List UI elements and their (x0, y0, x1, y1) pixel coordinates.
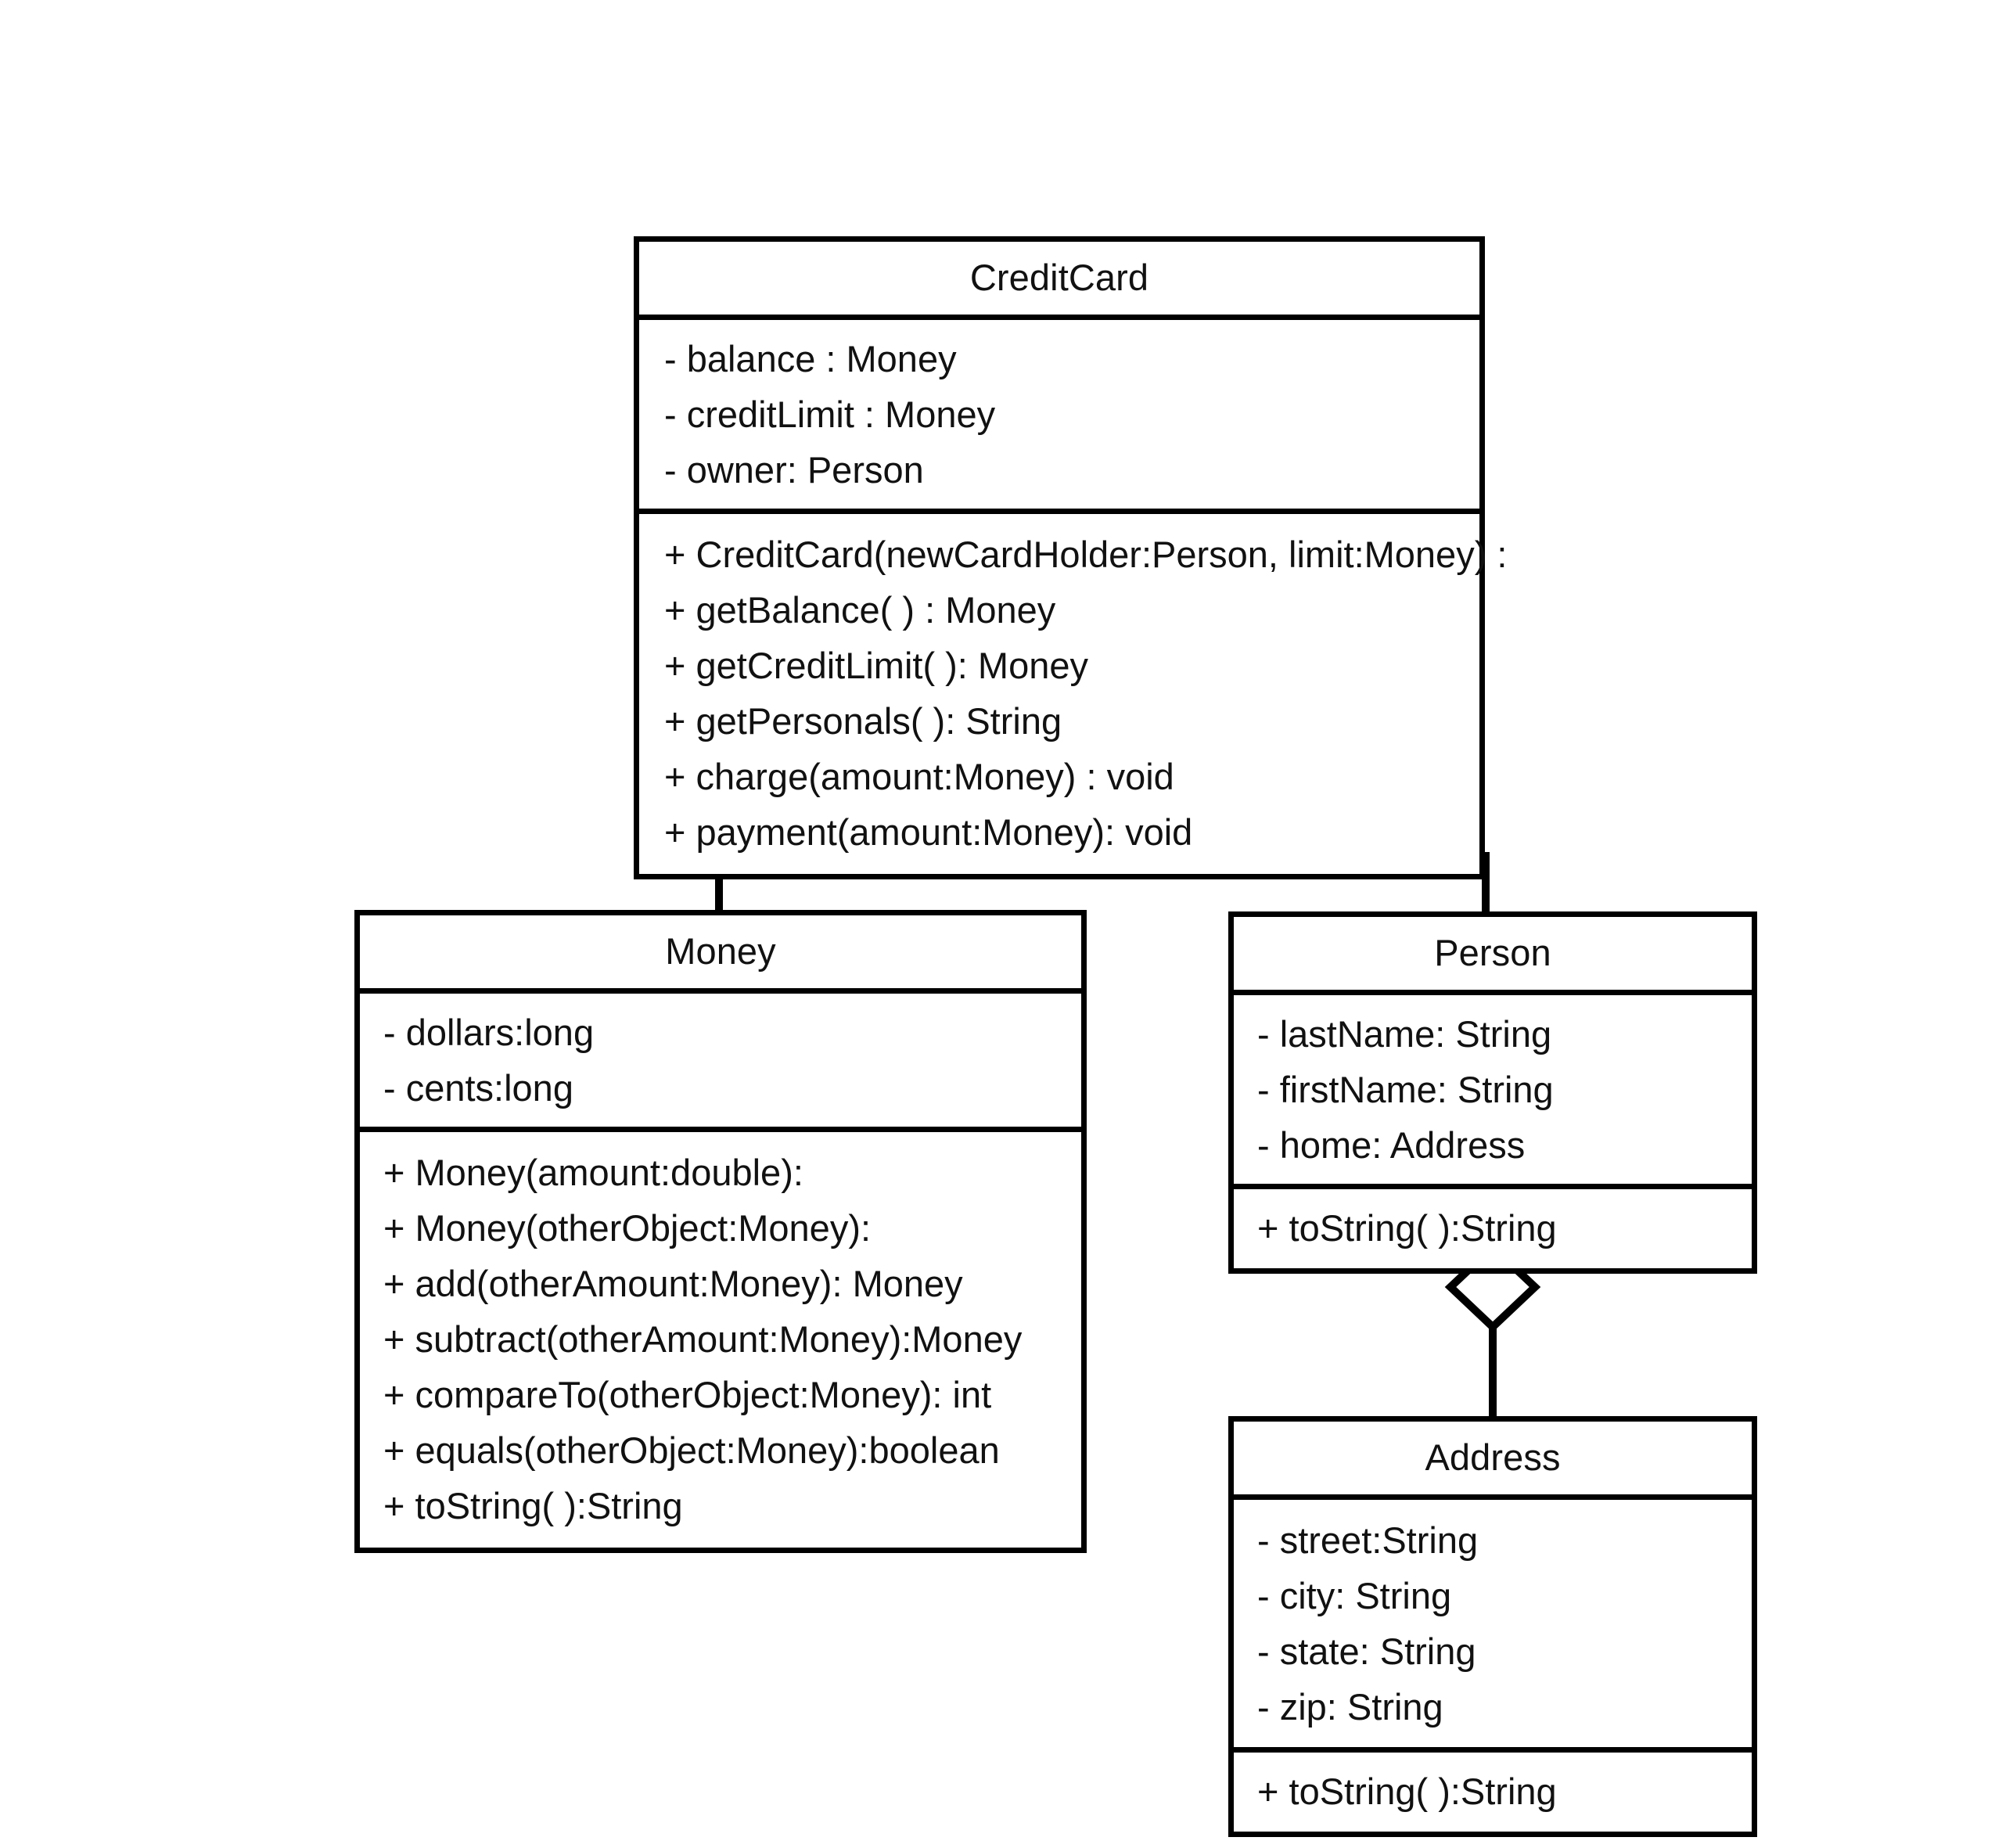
class-name-compartment: CreditCard (639, 242, 1479, 315)
operation-item: + getPersonals( ): String (664, 700, 1062, 742)
class-title: CreditCard (969, 257, 1149, 298)
attributes-compartment: - dollars:long - cents:long (360, 988, 1081, 1127)
attribute-list: - lastName: String - firstName: String -… (1257, 1016, 1752, 1163)
operation-item: + Money(amount:double): (383, 1152, 803, 1193)
operation-item: + toString( ):String (1257, 1771, 1557, 1812)
attribute-item: - creditLimit : Money (664, 394, 996, 435)
operation-item: + equals(otherObject:Money):boolean (383, 1429, 1000, 1471)
operation-list: + toString( ):String (1257, 1773, 1752, 1810)
operation-item: + charge(amount:Money) : void (664, 756, 1174, 797)
operation-item: + getBalance( ) : Money (664, 589, 1056, 631)
attribute-item: - zip: String (1257, 1686, 1443, 1728)
class-name-compartment: Address (1234, 1422, 1752, 1494)
attributes-compartment: - street:String - city: String - state: … (1234, 1494, 1752, 1747)
class-title: Person (1434, 932, 1551, 973)
attribute-list: - street:String - city: String - state: … (1257, 1522, 1752, 1725)
operation-item: + Money(otherObject:Money): (383, 1207, 872, 1249)
operation-item: + getCreditLimit( ): Money (664, 645, 1088, 686)
operation-item: + CreditCard(newCardHolder:Person, limit… (664, 534, 1508, 575)
attributes-compartment: - balance : Money - creditLimit : Money … (639, 315, 1479, 509)
attribute-list: - dollars:long - cents:long (383, 1014, 1081, 1106)
operations-compartment: + toString( ):String (1234, 1184, 1752, 1268)
operation-list: + CreditCard(newCardHolder:Person, limit… (664, 534, 1508, 853)
attributes-compartment: - lastName: String - firstName: String -… (1234, 990, 1752, 1184)
uml-class-address[interactable]: Address - street:String - city: String -… (1228, 1416, 1757, 1837)
uml-class-money[interactable]: Money - dollars:long - cents:long + Mone… (354, 910, 1087, 1553)
uml-class-creditcard[interactable]: CreditCard - balance : Money - creditLim… (634, 236, 1508, 879)
operation-item: + compareTo(otherObject:Money): int (383, 1374, 992, 1415)
class-name-compartment: Person (1234, 917, 1752, 990)
operations-compartment: + toString( ):String (1234, 1747, 1752, 1832)
attribute-item: - firstName: String (1257, 1069, 1554, 1110)
operation-item: + payment(amount:Money): void (664, 811, 1193, 853)
operation-list: + Money(amount:double): + Money(otherObj… (383, 1154, 1081, 1524)
attribute-list: - balance : Money - creditLimit : Money … (664, 340, 1479, 488)
attribute-item: - street:String (1257, 1519, 1479, 1561)
attribute-item: - state: String (1257, 1630, 1476, 1672)
attribute-item: - balance : Money (664, 338, 957, 379)
attribute-item: - lastName: String (1257, 1013, 1552, 1055)
operation-item: + add(otherAmount:Money): Money (383, 1263, 963, 1304)
operations-compartment: + CreditCard(newCardHolder:Person, limit… (639, 509, 1508, 874)
operation-item: + toString( ):String (383, 1485, 683, 1526)
operation-item: + subtract(otherAmount:Money):Money (383, 1318, 1023, 1360)
operation-list: + toString( ):String (1257, 1210, 1752, 1246)
class-title: Address (1425, 1436, 1561, 1478)
attribute-item: - home: Address (1257, 1124, 1526, 1166)
attribute-item: - cents:long (383, 1067, 573, 1109)
attribute-item: - owner: Person (664, 449, 924, 491)
uml-class-person[interactable]: Person - lastName: String - firstName: S… (1228, 911, 1757, 1274)
class-name-compartment: Money (360, 915, 1081, 988)
attribute-item: - city: String (1257, 1575, 1452, 1616)
operation-item: + toString( ):String (1257, 1207, 1557, 1249)
attribute-item: - dollars:long (383, 1012, 595, 1053)
operations-compartment: + Money(amount:double): + Money(otherObj… (360, 1127, 1081, 1548)
class-title: Money (665, 930, 776, 972)
